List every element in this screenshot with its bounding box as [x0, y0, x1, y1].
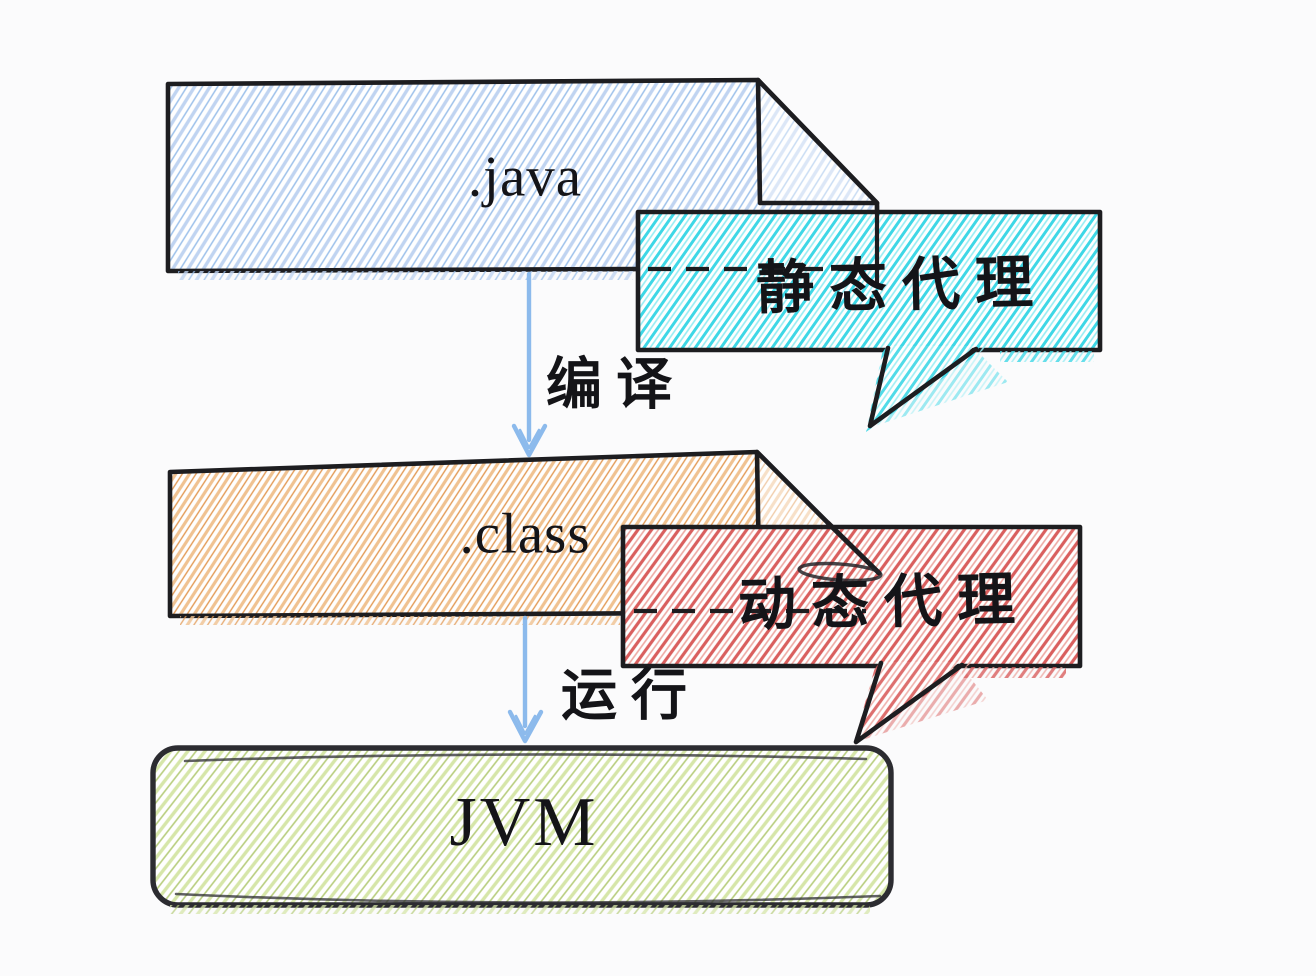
dynamic-proxy-tail-spill: [856, 665, 988, 742]
compile-edge-label: 编译: [546, 352, 686, 418]
static-proxy-tail-spill: [869, 349, 1008, 428]
static-proxy-tail-icon: [867, 345, 979, 429]
compile-arrowhead-icon: [511, 423, 548, 458]
class-hatch-overflow: [180, 616, 620, 625]
java-node-label: .java: [467, 145, 583, 209]
run-arrowhead-inner: [514, 714, 537, 736]
class-fold-scribble: [797, 561, 883, 583]
run-edge-label: 运行: [561, 663, 701, 729]
dynamic-proxy-bubble: [620, 524, 1083, 669]
jvm-node: [150, 745, 894, 914]
static-proxy-label: 静态代理: [755, 247, 1049, 323]
compile-arrowhead-inner: [518, 428, 541, 450]
static-proxy-bubble: [635, 209, 1103, 353]
jvm-sketch-line-top: [183, 753, 868, 763]
static-proxy-hatch-overflow: [1000, 351, 1094, 362]
dynamic-proxy-callout: [620, 520, 1083, 746]
java-folded-corner-icon: [755, 77, 880, 206]
compile-arrow: [511, 271, 548, 458]
jvm-hatch-overflow: [170, 905, 870, 914]
dynamic-proxy-hatch-overflow: [962, 667, 1066, 678]
static-proxy-callout: [635, 203, 1103, 432]
class-fold-edge-overlay: [825, 520, 882, 576]
java-hatch-overflow: [178, 271, 633, 280]
jvm-node-label: JVM: [449, 784, 599, 861]
run-arrowhead-icon: [507, 709, 544, 744]
class-node-label: .class: [459, 502, 591, 566]
dynamic-proxy-tail-icon: [853, 660, 965, 745]
jvm-sketch-line-bottom: [174, 892, 882, 904]
run-arrow: [507, 615, 544, 744]
dynamic-proxy-label: 动态代理: [737, 564, 1031, 640]
